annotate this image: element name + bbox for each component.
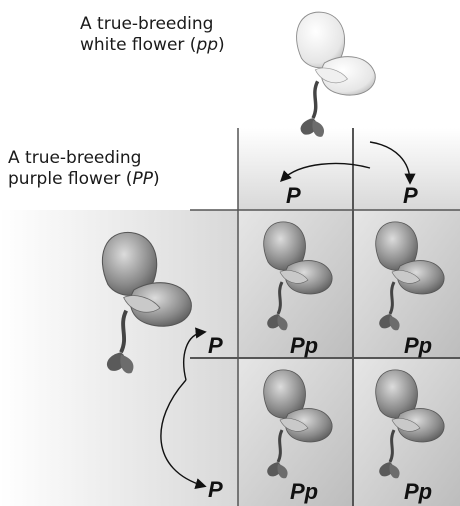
white-parent-label-suffix: ) bbox=[218, 35, 225, 55]
offspring-genotype-r1c2: Pp bbox=[404, 334, 432, 358]
purple-parent-label-line1: A true-breeding bbox=[8, 148, 160, 169]
purple-parent-label-prefix: purple flower ( bbox=[8, 169, 132, 189]
offspring-genotype-r2c2: Pp bbox=[404, 480, 432, 504]
white-parent-flower bbox=[297, 12, 376, 137]
white-parent-label-line1: A true-breeding bbox=[80, 14, 225, 35]
purple-parent-label-line2: purple flower (PP) bbox=[8, 169, 160, 190]
gamete-label-left-top: P bbox=[208, 334, 223, 358]
purple-parent-label: A true-breeding purple flower (PP) bbox=[8, 148, 160, 190]
gamete-label-top-right: P bbox=[403, 184, 418, 208]
top-gamete-band bbox=[238, 128, 460, 210]
offspring-genotype-r2c1: Pp bbox=[290, 480, 318, 504]
white-parent-genotype: pp bbox=[196, 35, 218, 55]
offspring-genotype-r1c1: Pp bbox=[290, 334, 318, 358]
purple-parent-label-suffix: ) bbox=[153, 169, 160, 189]
gamete-label-top-left: P bbox=[286, 184, 301, 208]
white-parent-label-prefix: white flower ( bbox=[80, 35, 196, 55]
purple-parent-genotype: PP bbox=[132, 169, 153, 189]
white-parent-label: A true-breeding white flower (pp) bbox=[80, 14, 225, 56]
gamete-label-left-bottom: P bbox=[208, 478, 223, 502]
white-parent-label-line2: white flower (pp) bbox=[80, 35, 225, 56]
